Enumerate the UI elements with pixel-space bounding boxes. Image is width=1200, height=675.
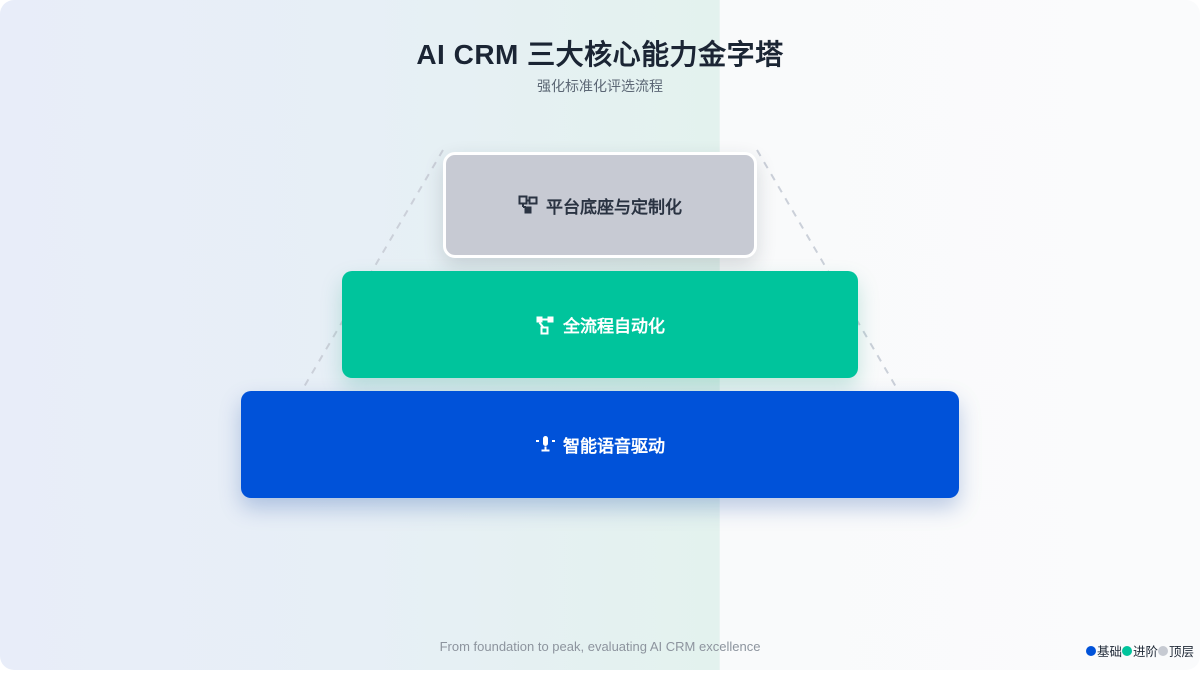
legend-label: 进阶 bbox=[1132, 645, 1158, 659]
schema-icon bbox=[518, 195, 538, 215]
legend-dot-green bbox=[1121, 645, 1132, 656]
pyramid-level-label: 智能语音驱动 bbox=[563, 437, 665, 456]
pyramid-level-middle: 全流程自动化 bbox=[342, 271, 858, 378]
legend-item-mid: 进阶 bbox=[1121, 641, 1158, 660]
pyramid-level-bottom: 智能语音驱动 bbox=[241, 391, 959, 498]
legend-label: 基础 bbox=[1096, 645, 1122, 659]
pyramid-level-label: 全流程自动化 bbox=[563, 317, 665, 336]
workflow-icon bbox=[535, 315, 555, 335]
legend-dot-gray bbox=[1157, 645, 1168, 656]
pyramid-level-top: 平台底座与定制化 bbox=[443, 152, 757, 258]
legend: 基础 进阶 顶层 bbox=[1085, 641, 1194, 660]
legend-dot-blue bbox=[1085, 645, 1096, 656]
legend-label: 顶层 bbox=[1168, 645, 1194, 659]
legend-item-base: 基础 bbox=[1085, 641, 1122, 660]
page-title: AI CRM 三大核心能力金字塔 bbox=[416, 39, 784, 70]
footer-caption: From foundation to peak, evaluating AI C… bbox=[439, 639, 761, 654]
pyramid-level-label: 平台底座与定制化 bbox=[546, 197, 682, 217]
voice-icon bbox=[535, 435, 555, 455]
page-subtitle: 强化标准化评选流程 bbox=[537, 78, 663, 94]
legend-item-top: 顶层 bbox=[1157, 641, 1194, 660]
